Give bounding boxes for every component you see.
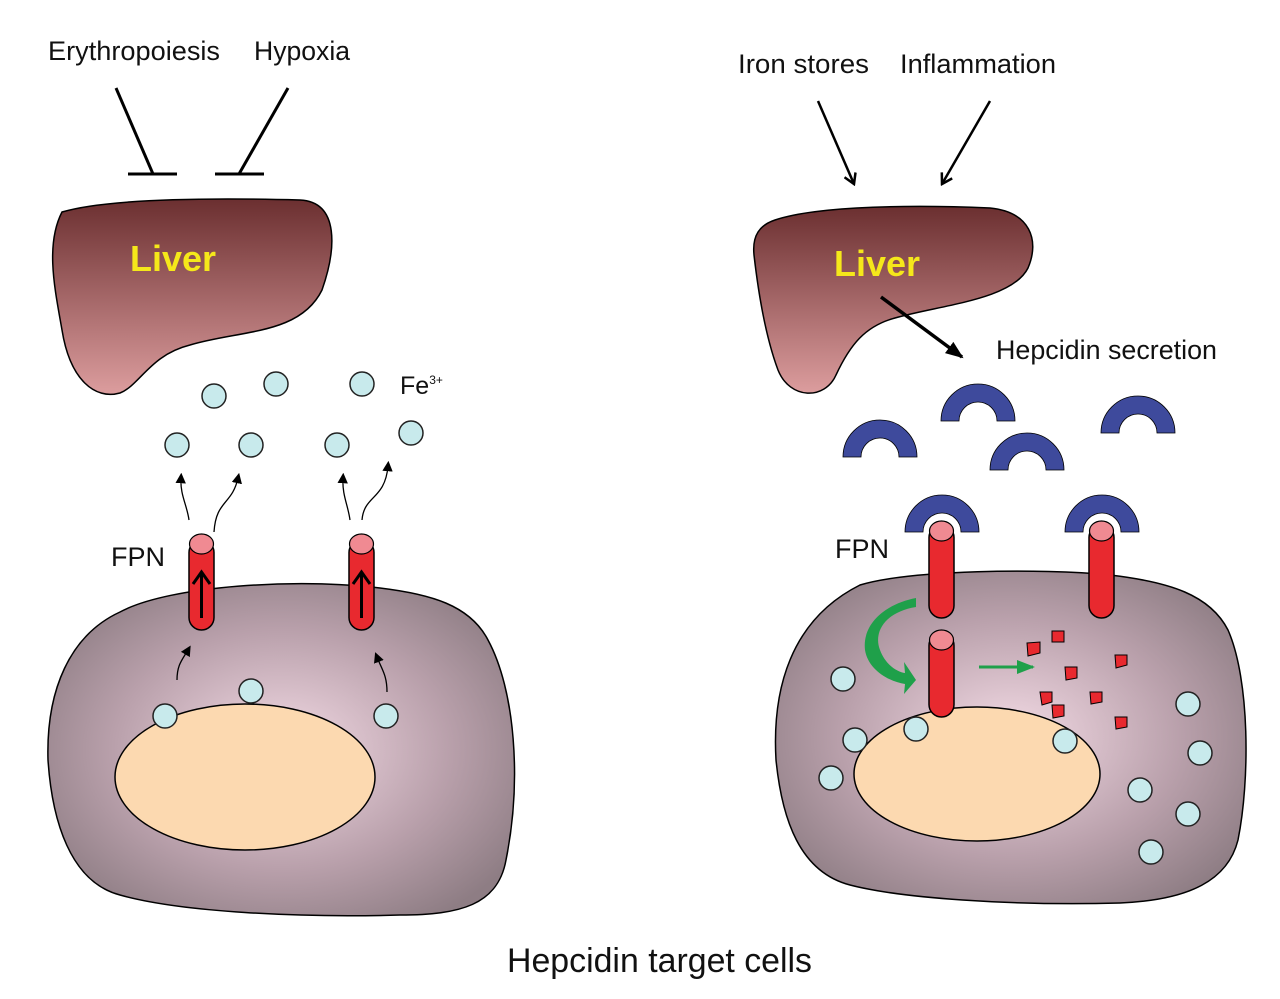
fragment bbox=[1051, 704, 1065, 719]
fpn-channel-bound bbox=[1088, 520, 1115, 619]
left-panel: Erythropoiesis Hypoxia Liver Fe3+ bbox=[47, 36, 516, 917]
iron-ion bbox=[238, 432, 264, 458]
fpn-label-right: FPN bbox=[835, 534, 889, 564]
activation-arrow-inflammation bbox=[942, 100, 992, 184]
nucleus-left bbox=[114, 703, 376, 851]
intracellular-iron bbox=[152, 678, 399, 729]
fragment bbox=[1051, 630, 1065, 643]
fragment bbox=[1026, 641, 1041, 657]
iron-ion bbox=[1175, 801, 1201, 827]
iron-ion bbox=[398, 420, 424, 446]
nucleus-right bbox=[853, 706, 1101, 842]
hepcidin-molecule bbox=[842, 419, 918, 458]
internalization-arrow bbox=[864, 598, 916, 694]
iron-ion bbox=[152, 703, 178, 729]
fe-label: Fe3+ bbox=[400, 372, 443, 400]
iron-ion bbox=[349, 371, 375, 397]
iron-ion bbox=[903, 716, 929, 742]
extracellular-iron bbox=[164, 371, 424, 458]
fragment bbox=[1039, 691, 1053, 706]
fpn-label-left: FPN bbox=[111, 542, 165, 572]
hypoxia-label: Hypoxia bbox=[254, 36, 351, 66]
hepcidin-molecule bbox=[989, 432, 1065, 471]
iron-ion bbox=[164, 432, 190, 458]
iron-ion bbox=[830, 666, 856, 692]
iron-ion bbox=[373, 703, 399, 729]
iron-ion bbox=[201, 383, 227, 409]
hepcidin-bound bbox=[1064, 494, 1140, 533]
fpn-channel-bound bbox=[928, 520, 955, 619]
iron-ion bbox=[1187, 740, 1213, 766]
iron-ion bbox=[842, 727, 868, 753]
iron-ion bbox=[324, 432, 350, 458]
intracellular-arrows bbox=[176, 645, 388, 693]
fragment bbox=[1089, 691, 1103, 705]
retained-iron bbox=[818, 666, 1213, 865]
right-panel: Iron stores Inflammation Liver Hepcidin … bbox=[738, 49, 1247, 905]
fe-text: Fe bbox=[400, 372, 429, 400]
inflammation-label: Inflammation bbox=[900, 49, 1056, 79]
fe-charge: 3+ bbox=[429, 373, 443, 387]
hepcidin-molecule bbox=[1100, 395, 1176, 434]
erythropoiesis-label: Erythropoiesis bbox=[48, 36, 220, 66]
activation-arrow-iron-stores bbox=[816, 100, 854, 184]
fpn-channel bbox=[348, 533, 375, 631]
inhibition-arrow-erythropoiesis bbox=[114, 87, 177, 176]
fpn-channel-internalized bbox=[928, 629, 955, 718]
iron-ion bbox=[1175, 691, 1201, 717]
degraded-fpn-fragments bbox=[1026, 630, 1128, 730]
iron-ion bbox=[1138, 839, 1164, 865]
fragment bbox=[1114, 654, 1128, 669]
inhibition-arrow-hypoxia bbox=[215, 87, 290, 176]
liver-shape bbox=[51, 198, 333, 395]
iron-ion bbox=[1127, 777, 1153, 803]
iron-ion bbox=[263, 371, 289, 397]
liver-label: Liver bbox=[130, 238, 216, 279]
secretion-arrow bbox=[879, 295, 964, 359]
liver-label-right: Liver bbox=[834, 243, 920, 284]
hepcidin-molecule bbox=[940, 383, 1016, 422]
iron-ion bbox=[1052, 728, 1078, 754]
fragment bbox=[1114, 716, 1128, 730]
hepcidin-bound bbox=[904, 494, 980, 533]
efflux-arrows bbox=[175, 460, 393, 533]
iron-ion bbox=[818, 765, 844, 791]
liver-shape bbox=[752, 205, 1034, 394]
iron-stores-label: Iron stores bbox=[738, 49, 869, 79]
fpn-channel bbox=[188, 533, 215, 631]
hepcidin-molecules bbox=[842, 383, 1176, 533]
hepcidin-secretion-label: Hepcidin secretion bbox=[996, 335, 1217, 365]
iron-ion bbox=[238, 678, 264, 704]
fragment bbox=[1064, 666, 1078, 681]
caption: Hepcidin target cells bbox=[507, 942, 812, 980]
